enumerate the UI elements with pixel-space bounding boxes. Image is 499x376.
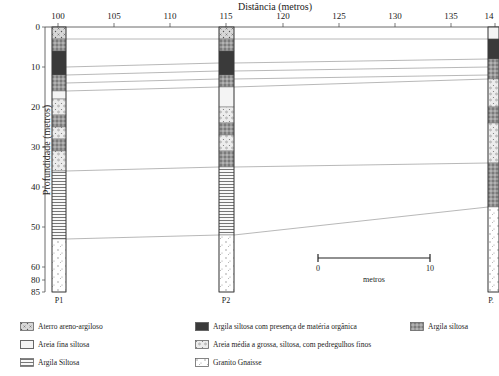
legend-text: Argila siltosa com presença de matéria o… bbox=[213, 323, 357, 331]
legend-text: Granito Gnaisse bbox=[213, 359, 262, 367]
borehole-label: P1 bbox=[55, 297, 63, 305]
legend-item: Areia média a grossa, siltosa, com pedre… bbox=[195, 340, 371, 349]
scale-label: metros bbox=[363, 276, 385, 284]
tick-label: 115 bbox=[219, 12, 232, 21]
legend-text: Argila siltosa bbox=[428, 323, 468, 331]
legend-text: Argila Siltosa bbox=[38, 359, 79, 367]
scale-label: 10 bbox=[426, 265, 434, 273]
tick-label: 60 bbox=[31, 263, 40, 272]
tick-label: 85 bbox=[31, 288, 40, 297]
legend-swatch bbox=[20, 322, 34, 331]
legend-swatch bbox=[20, 340, 34, 349]
borehole-label: P. bbox=[488, 297, 494, 305]
tick-label: 125 bbox=[332, 12, 346, 21]
tick-label: 50 bbox=[31, 223, 40, 232]
tick-label: 135 bbox=[444, 12, 458, 21]
legend-item: Aterro areno-argiloso bbox=[20, 322, 103, 331]
tick-label: 120 bbox=[276, 12, 290, 21]
tick-label: 100 bbox=[51, 12, 65, 21]
axis-title: Profundidade (metros) bbox=[42, 105, 52, 195]
legend-item: Argila siltosa bbox=[410, 322, 468, 331]
legend-text: Areia fina siltosa bbox=[38, 341, 89, 349]
tick-label: 130 bbox=[388, 12, 402, 21]
legend-swatch bbox=[195, 340, 209, 349]
tick-label: 105 bbox=[107, 12, 121, 21]
legend-item: Areia fina siltosa bbox=[20, 340, 89, 349]
tick-label: 80 bbox=[31, 276, 40, 285]
axis-title: Distância (metros) bbox=[238, 2, 312, 12]
legend-text: Aterro areno-argiloso bbox=[38, 323, 103, 331]
tick-label: 110 bbox=[163, 12, 176, 21]
tick-label: 14 bbox=[485, 12, 494, 21]
legend-swatch bbox=[195, 358, 209, 367]
legend-swatch bbox=[20, 358, 34, 367]
tick-label: 20 bbox=[31, 103, 40, 112]
tick-label: 10 bbox=[31, 63, 40, 72]
legend-item: Granito Gnaisse bbox=[195, 358, 262, 367]
scale-label: 0 bbox=[316, 265, 320, 273]
borehole-label: P2 bbox=[222, 297, 230, 305]
tick-label: 30 bbox=[31, 143, 40, 152]
legend-item: Argila siltosa com presença de matéria o… bbox=[195, 322, 357, 331]
tick-label: 0 bbox=[36, 23, 41, 32]
legend-text: Areia média a grossa, siltosa, com pedre… bbox=[213, 341, 371, 349]
legend-swatch bbox=[410, 322, 424, 331]
tick-label: 40 bbox=[31, 183, 40, 192]
legend-swatch bbox=[195, 322, 209, 331]
legend-item: Argila Siltosa bbox=[20, 358, 79, 367]
